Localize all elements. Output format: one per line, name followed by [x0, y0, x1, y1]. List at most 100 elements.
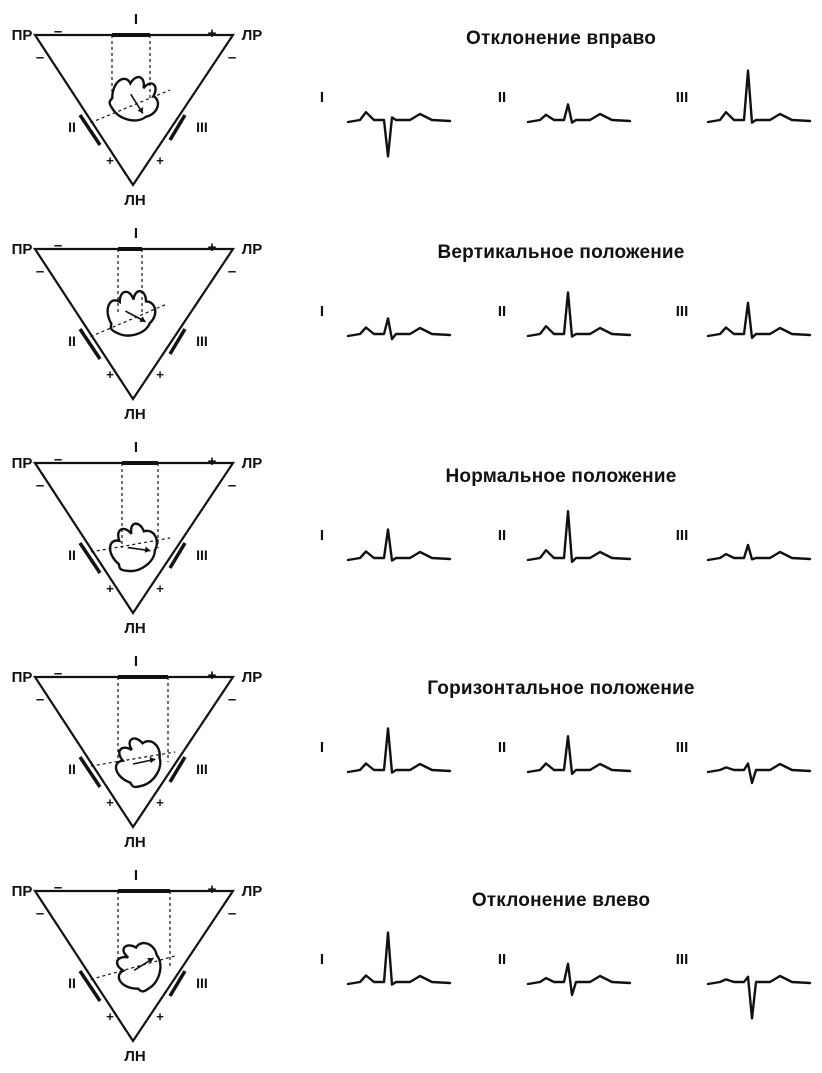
ecg-lead-label-I: I: [320, 739, 324, 756]
polarity-minus: –: [228, 477, 236, 494]
triangle-outline: [35, 891, 233, 1041]
corner-label-left-arm: ЛР: [242, 241, 263, 258]
polarity-plus: +: [106, 581, 114, 596]
ecg-trace-lead-II: [528, 736, 630, 774]
lead-label-III: III: [196, 761, 208, 777]
polarity-plus: +: [106, 795, 114, 810]
corner-label-right-arm: ПР: [12, 241, 33, 258]
polarity-minus: –: [228, 49, 236, 66]
ecg-lead-label-III: III: [676, 951, 689, 968]
electrical-axis-arrow: [126, 94, 148, 113]
polarity-plus: +: [106, 1009, 114, 1024]
ecg-lead-label-I: I: [320, 951, 324, 968]
polarity-plus: +: [208, 239, 217, 256]
corner-label-right-arm: ПР: [12, 455, 33, 472]
ecg-trace-lead-II: [528, 104, 630, 122]
heart-sketch: [105, 287, 159, 338]
axis-row: ПР–I+ЛР––IIIII++ЛН Отклонение влево IIII…: [0, 856, 822, 1070]
polarity-plus: +: [208, 25, 217, 42]
triangle-outline: [35, 35, 233, 185]
ecg-trace-lead-I: [348, 728, 450, 772]
polarity-minus: –: [36, 691, 44, 708]
polarity-minus: –: [54, 23, 62, 40]
ecg-trace-lead-I: [348, 933, 450, 985]
corner-label-left-arm: ЛР: [242, 669, 263, 686]
ecg-leads: IIIIII: [300, 710, 822, 820]
electrical-axis-arrow: [134, 953, 153, 975]
lead-label-II: II: [68, 119, 76, 135]
heart-outline: [105, 287, 159, 338]
corner-label-left-arm: ЛР: [242, 27, 263, 44]
ecg-trace-lead-III: [708, 303, 810, 338]
ecg-trace-lead-II: [528, 292, 630, 336]
lead-label-III: III: [196, 547, 208, 563]
ecg-lead-label-II: II: [498, 951, 506, 968]
ecg-lead-label-III: III: [676, 527, 689, 544]
axis-arrowhead: [147, 755, 155, 763]
ecg-leads: IIIIII: [300, 274, 822, 384]
polarity-plus: +: [208, 881, 217, 898]
projection-line: [85, 752, 175, 767]
corner-label-left-leg: ЛН: [124, 1048, 145, 1065]
ecg-lead-label-II: II: [498, 303, 506, 320]
lead-label-I: I: [134, 653, 138, 670]
corner-label-left-leg: ЛН: [124, 192, 145, 209]
corner-label-right-arm: ПР: [12, 27, 33, 44]
row-title: Отклонение влево: [300, 890, 822, 912]
triangle-outline: [35, 677, 233, 827]
corner-label-right-arm: ПР: [12, 883, 33, 900]
ecg-lead-label-I: I: [320, 303, 324, 320]
polarity-minus: –: [54, 879, 62, 896]
ecg-trace-lead-III: [708, 764, 810, 784]
corner-label-left-arm: ЛР: [242, 883, 263, 900]
polarity-minus: –: [36, 905, 44, 922]
lead-label-I: I: [134, 225, 138, 242]
ecg-leads: IIIIII: [300, 498, 822, 608]
ecg-trace-lead-I: [348, 112, 450, 156]
row-title: Нормальное положение: [300, 466, 822, 488]
lead-label-I: I: [134, 867, 138, 884]
polarity-plus: +: [208, 667, 217, 684]
triangle-outline: [35, 249, 233, 399]
ecg-trace-lead-III: [708, 71, 810, 123]
ecg-lead-label-II: II: [498, 527, 506, 544]
polarity-plus: +: [106, 153, 114, 168]
polarity-minus: –: [54, 237, 62, 254]
row-title: Вертикальное положение: [300, 242, 822, 264]
ecg-trace-lead-III: [708, 976, 810, 1018]
lead-label-II: II: [68, 761, 76, 777]
polarity-plus: +: [156, 795, 164, 810]
polarity-plus: +: [208, 453, 217, 470]
polarity-minus: –: [228, 691, 236, 708]
polarity-minus: –: [36, 477, 44, 494]
heart-outline: [103, 516, 166, 578]
polarity-minus: –: [228, 905, 236, 922]
lead-label-I: I: [134, 11, 138, 28]
ecg-lead-label-III: III: [676, 303, 689, 320]
ecg-lead-label-III: III: [676, 89, 689, 106]
ecg-lead-label-I: I: [320, 89, 324, 106]
lead-label-II: II: [68, 975, 76, 991]
lead-label-III: III: [196, 119, 208, 135]
ecg-trace-lead-II: [528, 964, 630, 995]
polarity-minus: –: [54, 665, 62, 682]
corner-label-left-leg: ЛН: [124, 406, 145, 423]
corner-label-right-arm: ПР: [12, 669, 33, 686]
polarity-plus: +: [156, 1009, 164, 1024]
polarity-minus: –: [228, 263, 236, 280]
ecg-lead-label-I: I: [320, 527, 324, 544]
polarity-minus: –: [36, 49, 44, 66]
row-title: Отклонение вправо: [300, 28, 822, 50]
row-title: Горизонтальное положение: [300, 678, 822, 700]
einthoven-triangle: ПР–I+ЛР––IIIII++ЛН: [0, 856, 290, 1070]
axis-row: ПР–I+ЛР––IIIII++ЛН Нормальное положение …: [0, 428, 822, 642]
ecg-trace-lead-I: [348, 529, 450, 560]
lead-label-II: II: [68, 547, 76, 563]
lead-label-I: I: [134, 439, 138, 456]
